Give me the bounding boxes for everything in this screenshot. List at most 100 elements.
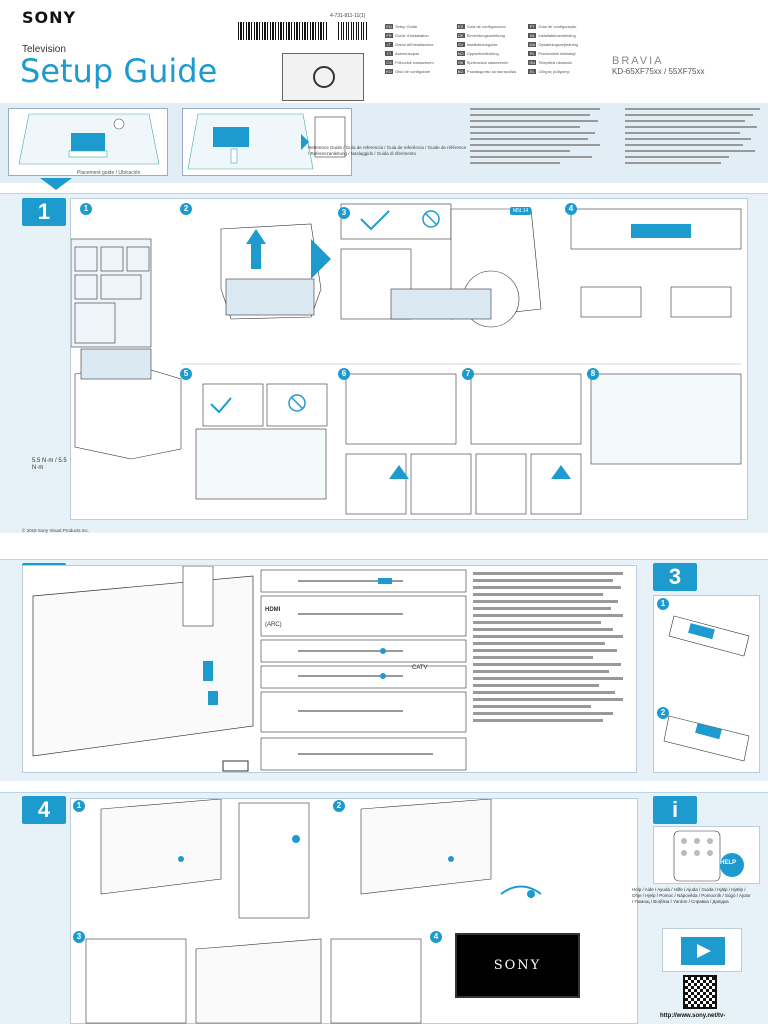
- language-title: Guide d'installation: [395, 32, 429, 38]
- language-title: Przewodnik instalacji: [538, 50, 576, 56]
- language-code: IT: [385, 41, 393, 47]
- arc-label: (ARC): [265, 622, 282, 628]
- notes-column-2: [625, 104, 765, 176]
- substep-6: 6: [338, 368, 350, 380]
- language-title: Guida all'installazione: [395, 41, 434, 47]
- language-title: Einrichtungsanleitung: [466, 32, 505, 38]
- language-title: Setup Guide: [395, 23, 418, 29]
- language-title: Ghid de configurare: [395, 68, 431, 74]
- reference-caption: Reference Guide / Guía de referencia / G…: [308, 145, 467, 156]
- language-code: FR: [385, 32, 393, 38]
- language-code: HU: [528, 59, 537, 65]
- assembly-panel: [70, 198, 748, 520]
- language-title: Sprievodca nastavením: [466, 59, 509, 65]
- language-code: NO: [456, 50, 465, 56]
- do-not-press-screen-illustration: [282, 53, 364, 101]
- screw-torque-label: 5.5 N·m / 5.5 N·m: [32, 458, 67, 471]
- language-code: EN: [385, 23, 393, 29]
- substep-3: 3: [338, 207, 350, 219]
- notes-column-1: [470, 104, 610, 176]
- page-title: Setup Guide: [20, 52, 218, 90]
- language-title: Průvodce nastavením: [395, 59, 434, 65]
- qr-code: [683, 975, 717, 1009]
- substep-5: 5: [180, 368, 192, 380]
- prohibited-icon: [313, 66, 335, 88]
- step-badge-4: 4: [22, 796, 66, 824]
- language-title: Oppsettveiledning: [466, 50, 499, 56]
- connections-panel: [22, 565, 637, 773]
- language-code: EL: [528, 68, 537, 74]
- substep-8: 8: [587, 368, 599, 380]
- language-title: Telepítési útmutató: [538, 59, 572, 65]
- substep-1: 1: [80, 203, 92, 215]
- room-placement-illustration: [8, 108, 168, 176]
- language-code: DA: [528, 41, 537, 47]
- language-code: PT: [528, 23, 537, 29]
- substep-4-1: 1: [73, 800, 85, 812]
- room-caption: Placement guide / Ubicación: [77, 170, 141, 176]
- language-title: Installationsguide: [466, 41, 498, 47]
- language-code: RO: [385, 68, 393, 74]
- part-number: 4-731-811-11(1): [330, 13, 366, 19]
- reference-guide-illustration: [182, 108, 352, 176]
- language-title: Installatiehandleiding: [538, 32, 576, 38]
- substep-4: 4: [565, 203, 577, 215]
- info-badge: i: [653, 796, 697, 824]
- help-languages: Help / Aide / Ayuda / Hilfe / Ajuda / Gu…: [632, 887, 751, 904]
- tv-help-video-icon: [662, 928, 742, 972]
- barcode-graphic: [238, 22, 328, 40]
- tv-screen-logo: SONY: [455, 933, 580, 998]
- language-code: NL: [528, 32, 537, 38]
- language-title: Οδηγός ρύθμισης: [538, 68, 570, 74]
- substep-4-2: 2: [333, 800, 345, 812]
- help-remote-panel: [653, 826, 760, 884]
- language-code: SV: [456, 41, 465, 47]
- help-button-label: HELP: [720, 860, 737, 866]
- step-badge-3: 3: [653, 563, 697, 591]
- language-code: FI: [385, 50, 393, 56]
- substep-3-2: 2: [657, 707, 669, 719]
- screw-label-m5l14: M5L14: [510, 207, 532, 215]
- hdmi-label: HDMI: [265, 607, 281, 613]
- substep-4-3: 3: [73, 931, 85, 943]
- language-code: DE: [456, 32, 465, 38]
- step-badge-1: 1: [22, 198, 66, 226]
- substep-2: 2: [180, 203, 192, 215]
- language-title: Asennusopas: [395, 50, 420, 56]
- language-code: BG: [456, 68, 465, 74]
- support-url[interactable]: http://www.sony.net/tv-: [660, 1013, 726, 1019]
- product-line: BRAVIA: [612, 55, 664, 67]
- remote-battery-panel: [653, 595, 760, 773]
- barcode-graphic-small: [338, 22, 368, 40]
- model-numbers: KD-65XF75xx / 55XF75xx: [612, 67, 705, 76]
- language-code: SK: [456, 59, 465, 65]
- brand-logo: SONY: [22, 8, 77, 27]
- language-code: ES: [456, 23, 465, 29]
- language-title: Opsætningsvejledning: [538, 41, 578, 47]
- language-title: Guia de configuração: [538, 23, 577, 29]
- substep-7: 7: [462, 368, 474, 380]
- copyright-text: © 2018 Sony Visual Products Inc.: [22, 528, 90, 533]
- language-title: Ръководство за настройка: [466, 68, 516, 74]
- product-category: Television: [22, 44, 66, 55]
- language-code: PL: [528, 50, 537, 56]
- language-title: Guía de configuración: [466, 23, 506, 29]
